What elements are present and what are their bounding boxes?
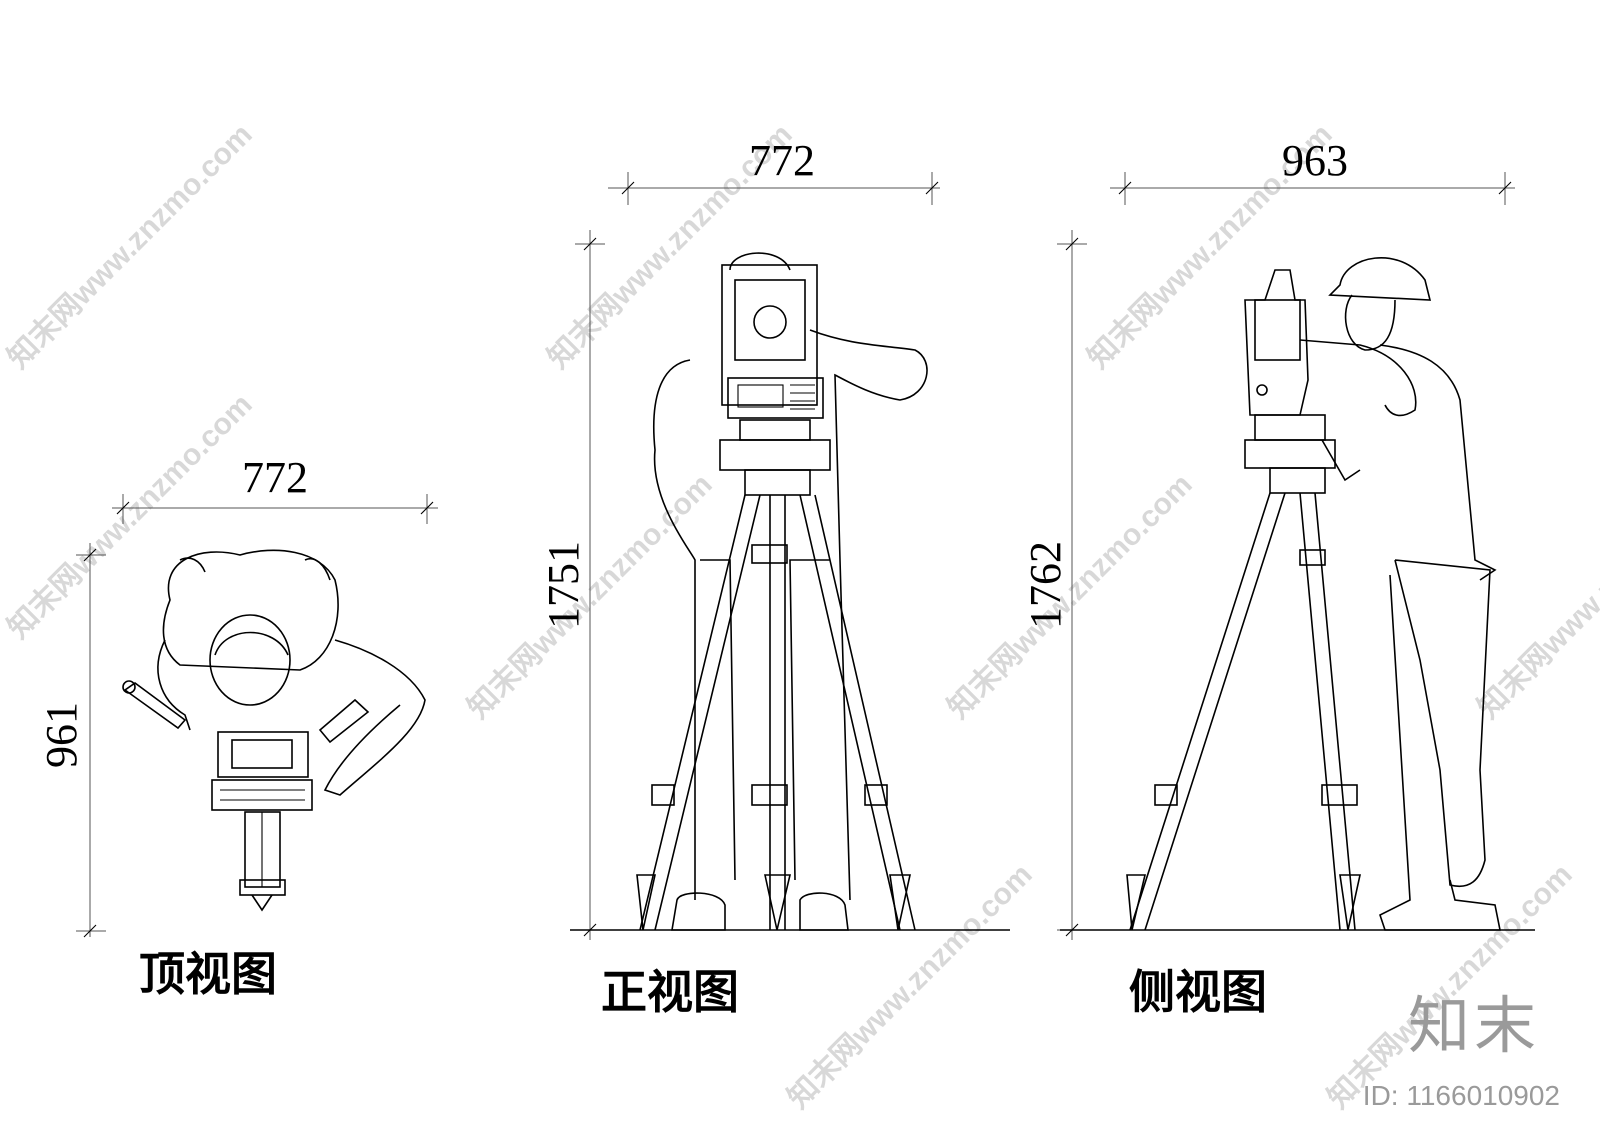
side-width-label: 963 (1282, 136, 1348, 185)
front-width-dimension: 772 (608, 136, 940, 205)
top-height-label: 961 (37, 702, 86, 768)
side-height-label: 1762 (1021, 541, 1070, 629)
top-view-caption: 顶视图 (139, 947, 277, 1001)
top-width-label: 772 (242, 453, 308, 502)
svg-text:知末网www.znzmo.com: 知末网www.znzmo.com (2, 118, 259, 375)
front-view-figure (636, 252, 928, 931)
top-width-dimension: 772 (112, 453, 438, 524)
side-view: 963 1762 (1021, 136, 1535, 1019)
front-height-label: 1751 (539, 541, 588, 629)
brand-watermark: 知末 (1407, 989, 1540, 1062)
id-watermark: ID: 1166010902 (1362, 1080, 1560, 1111)
svg-text:知末网www.znzmo.com: 知末网www.znzmo.com (2, 388, 259, 645)
svg-text:知末网www.znzmo.com: 知末网www.znzmo.com (942, 468, 1199, 725)
side-width-dimension: 963 (1110, 136, 1515, 205)
top-view: 772 961 (37, 453, 438, 1001)
side-view-figure (1126, 257, 1501, 931)
front-width-label: 772 (749, 136, 815, 185)
top-view-figure (122, 549, 426, 912)
svg-text:知末网www.znzmo.com: 知末网www.znzmo.com (782, 858, 1039, 1115)
top-height-dimension: 961 (37, 543, 106, 938)
side-height-dimension: 1762 (1021, 230, 1087, 940)
side-view-caption: 侧视图 (1129, 965, 1267, 1019)
svg-text:知末网www.znzmo.com: 知末网www.znzmo.com (1472, 468, 1600, 725)
front-view: 772 1751 (539, 136, 1010, 1019)
front-view-caption: 正视图 (601, 965, 739, 1019)
front-height-dimension: 1751 (539, 230, 605, 940)
